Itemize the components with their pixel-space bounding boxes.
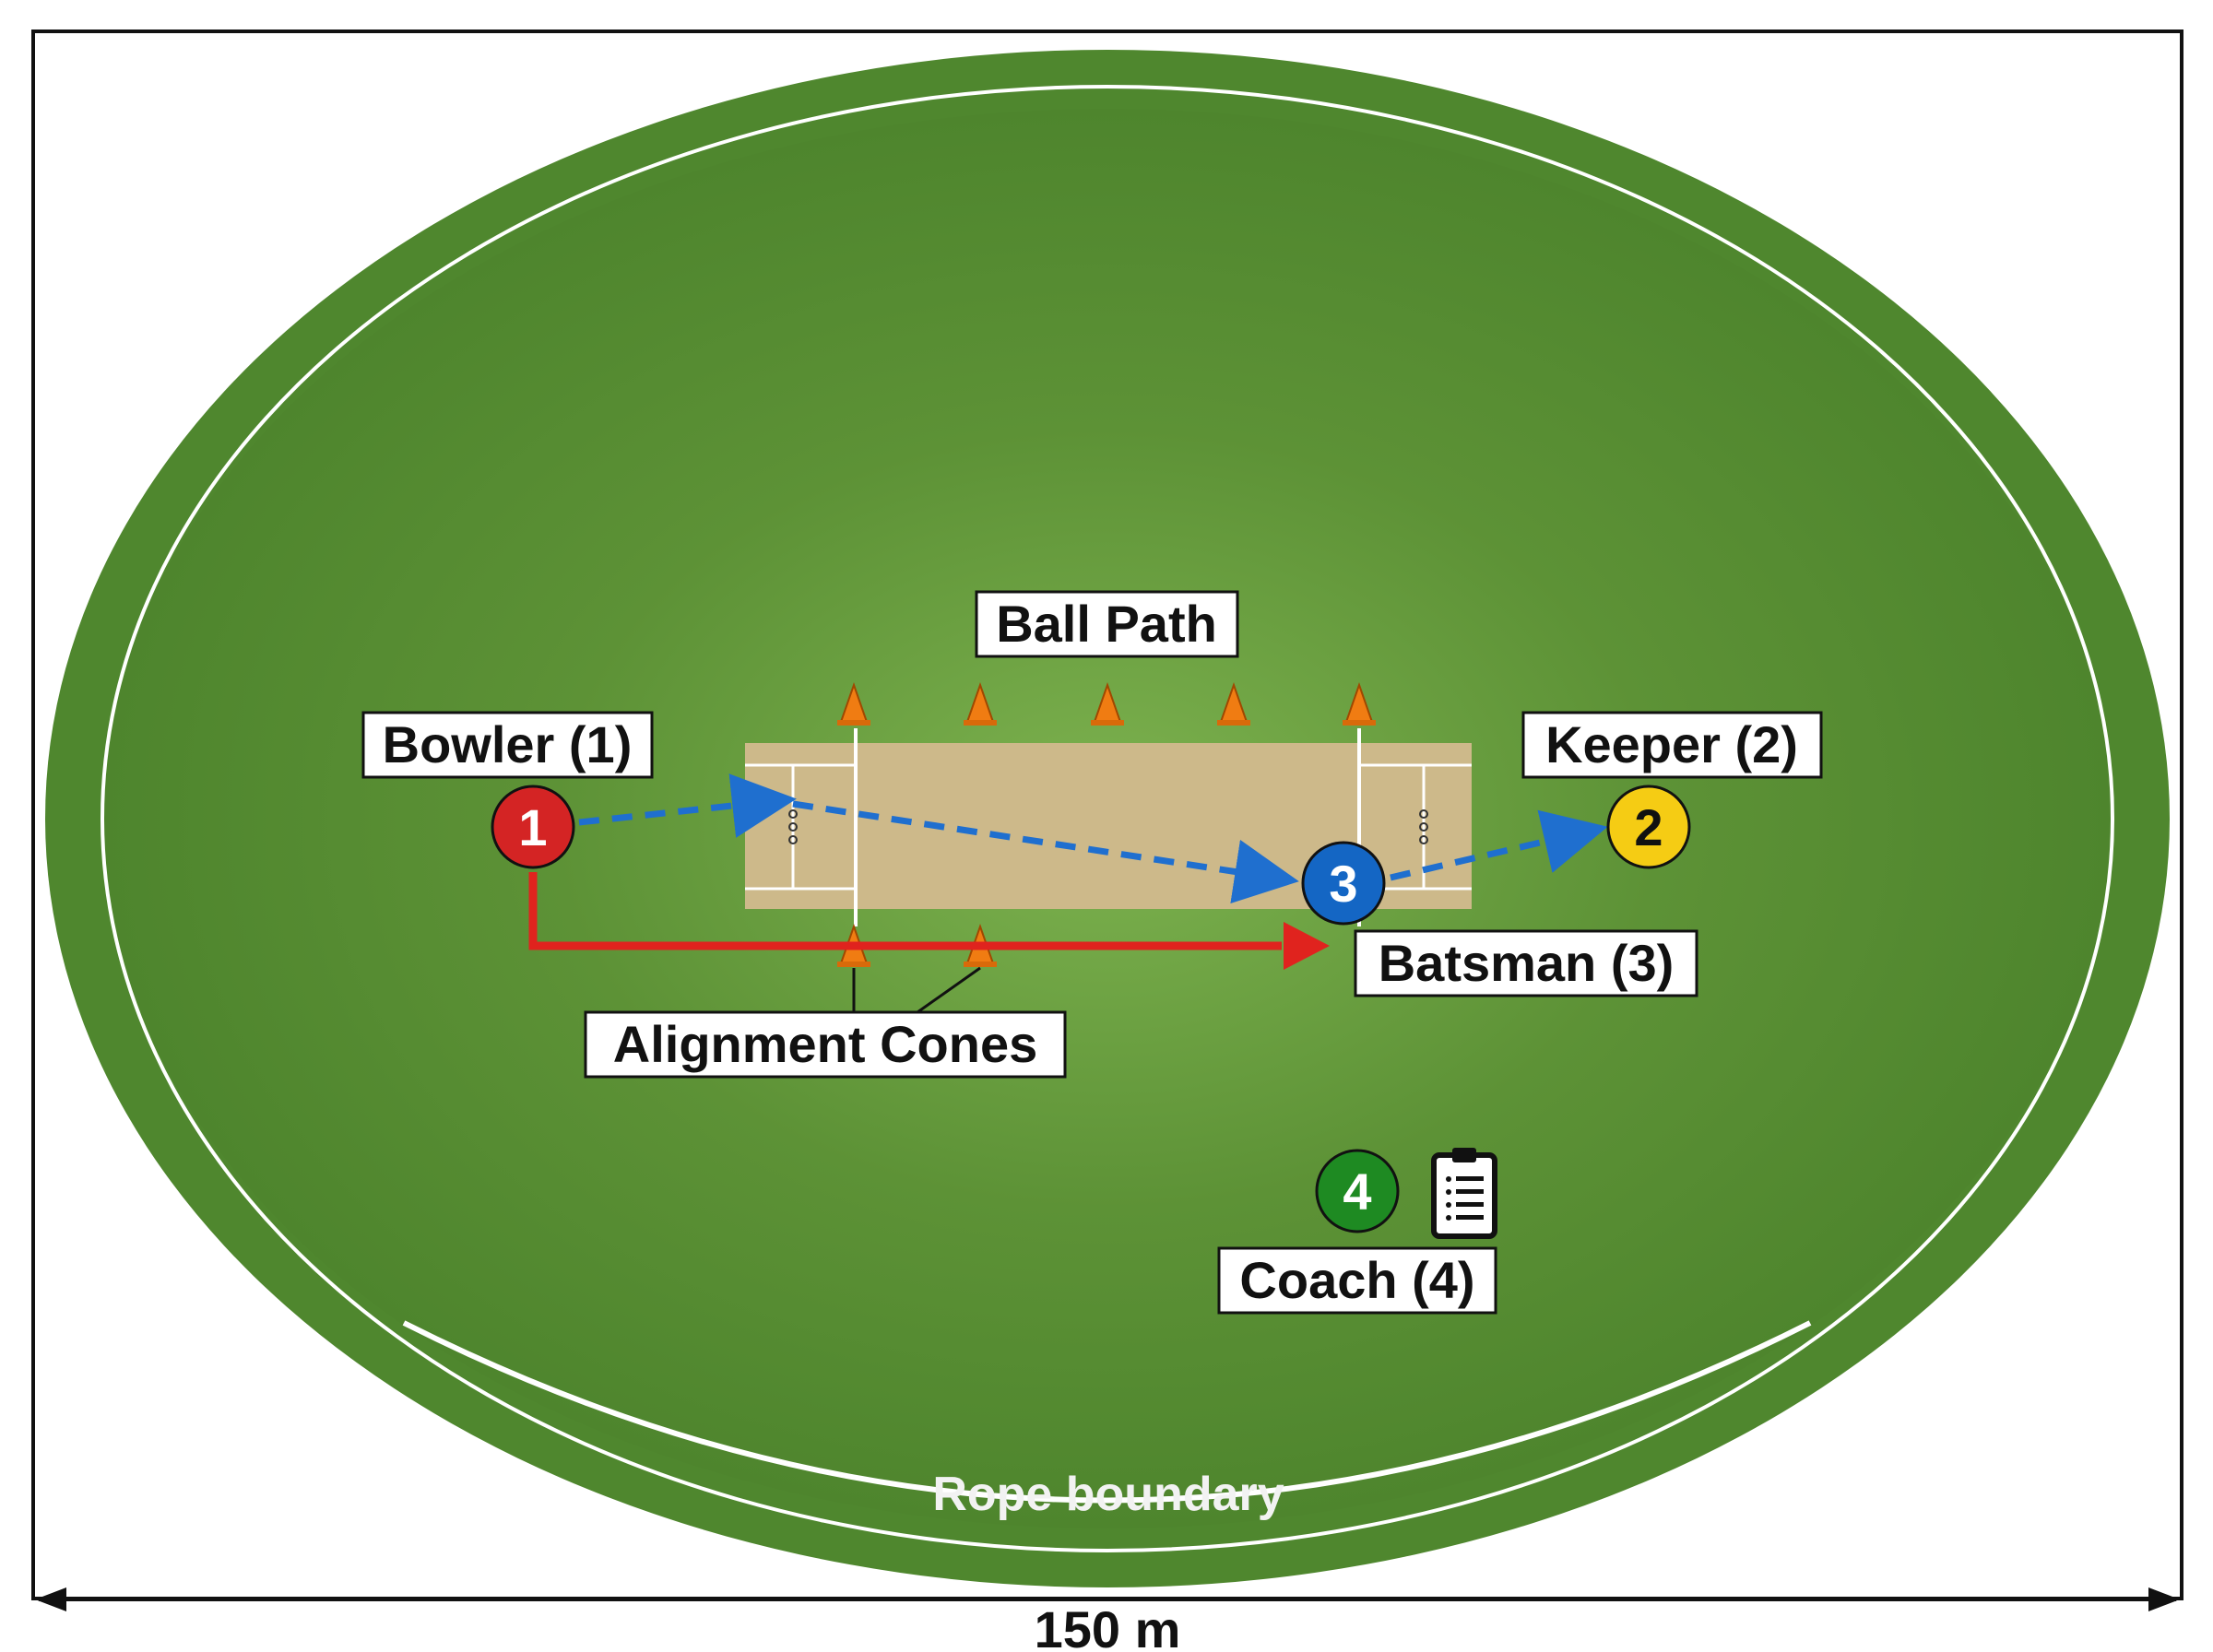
player-marker	[1315, 1149, 1400, 1233]
stumps-right	[1419, 809, 1428, 844]
player-number: 3	[1329, 855, 1357, 913]
scale-label: 150 m	[1035, 1600, 1181, 1652]
svg-text:Keeper (2): Keeper (2)	[1545, 715, 1798, 773]
player-keeper: 2	[1606, 785, 1691, 869]
label-keeper: Keeper (2)	[1521, 711, 1823, 779]
cone-leader-line	[917, 966, 981, 1014]
player-number: 2	[1634, 798, 1663, 856]
svg-text:Batsman (3): Batsman (3)	[1379, 934, 1675, 992]
rope-boundary-line	[402, 1320, 1812, 1504]
label-coach: Coach (4)	[1217, 1246, 1497, 1315]
player-bowler: 1	[491, 785, 575, 869]
player-coach: 4	[1315, 1149, 1400, 1233]
player-number: 4	[1343, 1162, 1371, 1221]
label-bowler: Bowler (1)	[361, 711, 654, 779]
cone-icon	[837, 681, 870, 726]
label-batsman: Batsman (3)	[1354, 929, 1698, 997]
svg-text:Ball Path: Ball Path	[996, 595, 1217, 653]
cone-icon	[1217, 681, 1250, 726]
cone-icon	[1091, 681, 1124, 726]
run-path	[528, 872, 1330, 970]
cone-icon	[1343, 681, 1376, 726]
svg-text:Alignment Cones: Alignment Cones	[613, 1015, 1037, 1073]
label-alignment-cones: Alignment Cones	[584, 1010, 1067, 1079]
label-ball-path: Ball Path	[975, 590, 1239, 658]
player-marker	[1606, 785, 1691, 869]
clipboard-icon	[1431, 1148, 1497, 1239]
player-batsman: 3	[1301, 841, 1386, 926]
svg-text:Bowler (1): Bowler (1)	[383, 715, 633, 773]
ball-path	[578, 773, 1608, 904]
svg-text:Coach (4): Coach (4)	[1239, 1251, 1474, 1309]
rope-boundary-label: Rope boundary	[932, 1468, 1284, 1521]
scale-bar: 150 m	[35, 1587, 2180, 1652]
player-marker	[1301, 841, 1386, 926]
field-boundary-line	[101, 85, 2114, 1552]
cone-icon	[964, 681, 997, 726]
player-number: 1	[518, 798, 547, 856]
player-marker	[491, 785, 575, 869]
